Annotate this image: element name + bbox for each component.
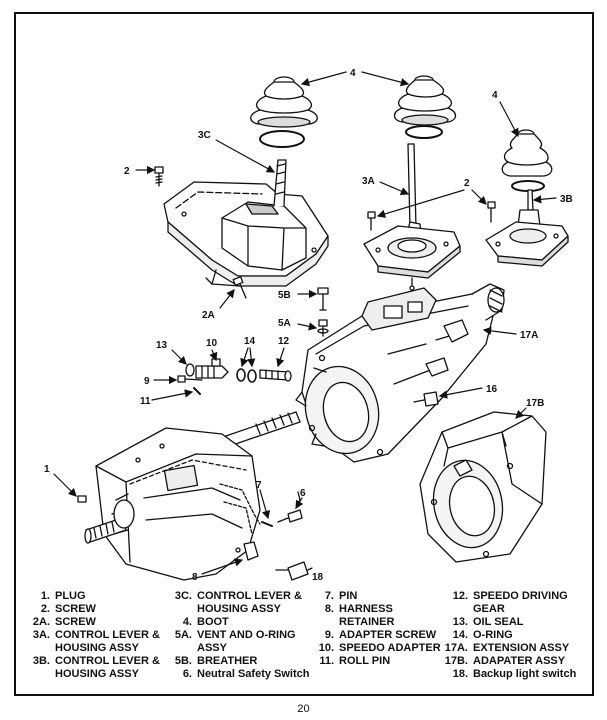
callout-5a: 5A <box>278 318 291 329</box>
callout-16: 16 <box>486 384 498 395</box>
boot-left <box>250 76 318 128</box>
o-ring-middle <box>405 125 443 139</box>
callout-17a: 17A <box>520 330 538 341</box>
legend-row: 3C.CONTROL LEVER & <box>174 590 302 602</box>
callout-4b: 4 <box>492 90 498 101</box>
control-lever-housing-3c <box>163 159 329 287</box>
legend-row: HOUSING ASSY <box>197 603 281 615</box>
o-ring-14b <box>247 369 257 383</box>
legend-row: 3B.CONTROL LEVER & <box>32 655 160 667</box>
legend-row: 5A.VENT AND O-RING <box>174 629 296 641</box>
callout-1: 1 <box>44 464 50 475</box>
legend-row: 17B.ADAPATER ASSY <box>444 655 566 667</box>
legend-row: 5B.BREATHER <box>174 655 258 667</box>
adapter-assy-17b <box>419 411 547 563</box>
legend-column-1: 1.PLUG 2.SCREW 2A.SCREW 3A.CONTROL LEVER… <box>20 590 160 681</box>
neutral-safety-switch-6 <box>277 491 303 523</box>
harness-retainer-8 <box>243 541 259 561</box>
legend-row: 12.SPEEDO DRIVING <box>452 590 568 602</box>
pin-7 <box>261 521 273 527</box>
screw-2-middle <box>367 211 376 231</box>
legend-column-4: 12.SPEEDO DRIVING GEAR 13.OIL SEAL 14.O-… <box>440 590 577 681</box>
callout-4a: 4 <box>350 68 356 79</box>
breather-5b <box>317 287 329 311</box>
callout-5b: 5B <box>278 290 291 301</box>
callout-14: 14 <box>244 336 256 347</box>
callout-17b: 17B <box>526 398 544 409</box>
speedo-driving-gear-12 <box>259 369 292 382</box>
legend-row: HOUSING ASSY <box>55 668 139 680</box>
legend-row: 1.PLUG <box>40 590 86 602</box>
callout-11: 11 <box>140 396 151 407</box>
callout-18: 18 <box>312 572 324 583</box>
leader-lines <box>53 71 557 575</box>
legend-row: 14.O-RING <box>452 629 513 641</box>
oil-seal-13 <box>185 363 195 377</box>
exploded-view-drawing: 4 4 3C 2 3A 2 3B 2A 5B 5A 17A 13 10 14 1… <box>44 68 573 583</box>
legend-row: 7.PIN <box>324 590 358 602</box>
callout-6: 6 <box>300 488 306 499</box>
callout-2-a: 2A <box>202 310 215 321</box>
callout-2b: 2 <box>464 178 470 189</box>
legend-row: 2A.SCREW <box>32 616 96 628</box>
plug-1 <box>77 495 87 503</box>
boot-right <box>501 129 553 177</box>
boot-middle <box>393 75 457 126</box>
legend-row: 4.BOOT <box>182 616 229 628</box>
legend-row: 17A.EXTENSION ASSY <box>444 642 570 654</box>
control-lever-housing-3b <box>485 189 569 267</box>
callout-12: 12 <box>278 336 290 347</box>
callout-9: 9 <box>144 376 150 387</box>
screw-2-left <box>154 166 164 187</box>
legend-row: RETAINER <box>339 616 395 628</box>
legend-column-2: 3C.CONTROL LEVER & HOUSING ASSY 4.BOOT 5… <box>162 590 310 681</box>
legend-row: 9.ADAPTER SCREW <box>324 629 437 641</box>
diagram-frame: 4 4 3C 2 3A 2 3B 2A 5B 5A 17A 13 10 14 1… <box>14 12 594 696</box>
callout-3a: 3A <box>362 176 375 187</box>
callout-3c: 3C <box>198 130 211 141</box>
legend-row: 18.Backup light switch <box>452 668 577 680</box>
o-ring-left <box>259 130 305 148</box>
legend-row: 8.HARNESS <box>324 603 393 615</box>
extension-assy-17a <box>295 283 505 463</box>
control-lever-housing-3a <box>363 143 461 291</box>
legend-row: 6.Neutral Safety Switch <box>182 668 310 680</box>
speedo-adapter-10 <box>195 358 229 379</box>
callout-10: 10 <box>206 338 218 349</box>
adapter-screw-9 <box>177 375 203 383</box>
legend-row: 13.OIL SEAL <box>452 616 524 628</box>
transmission-case <box>84 427 261 581</box>
callout-2a: 2 <box>124 166 130 177</box>
legend-row: 3A.CONTROL LEVER & <box>32 629 160 641</box>
legend-row: 11.ROLL PIN <box>319 655 391 667</box>
callout-3b: 3B <box>560 194 573 205</box>
legend-row: GEAR <box>473 603 505 615</box>
screw-2a <box>232 276 247 299</box>
legend-row: HOUSING ASSY <box>55 642 139 654</box>
legend-row: 10.SPEEDO ADAPTER <box>318 642 441 654</box>
callout-7: 7 <box>256 480 262 491</box>
o-ring-14a <box>236 368 246 382</box>
roll-pin-11 <box>193 387 201 395</box>
screw-2-right <box>487 201 496 223</box>
legend-column-3: 7.PIN 8.HARNESS RETAINER 9.ADAPTER SCREW… <box>312 590 441 668</box>
backup-light-switch-18 <box>275 561 313 581</box>
page-number: 20 <box>297 703 310 715</box>
parts-legend: 1.PLUG 2.SCREW 2A.SCREW 3A.CONTROL LEVER… <box>20 590 586 690</box>
callout-13: 13 <box>156 340 168 351</box>
legend-row: 2.SCREW <box>40 603 96 615</box>
vent-5a <box>317 319 329 337</box>
backup-light-switch-16 <box>413 391 439 407</box>
legend-row: ASSY <box>197 642 227 654</box>
callout-8: 8 <box>192 572 198 583</box>
